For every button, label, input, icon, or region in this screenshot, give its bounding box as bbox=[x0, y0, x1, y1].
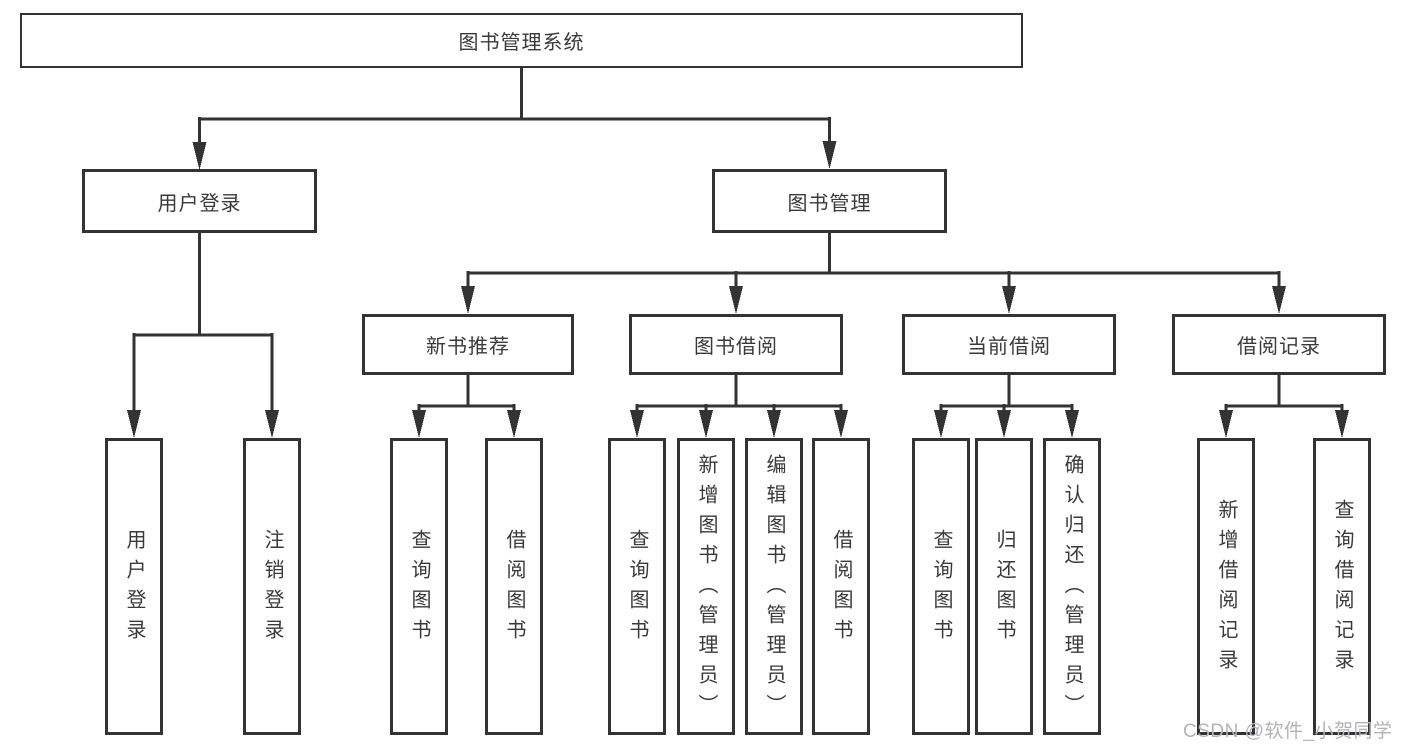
node-ul-login: 用户登录 bbox=[105, 438, 163, 735]
node-book-mgmt: 图书管理 bbox=[712, 169, 947, 233]
node-ul-logout: 注销登录 bbox=[243, 438, 301, 735]
edge-book-borrow-children bbox=[630, 375, 848, 438]
node-new-book-rec: 新书推荐 bbox=[362, 314, 574, 375]
node-borrow-record: 借阅记录 bbox=[1172, 314, 1386, 375]
node-current-borrow: 当前借阅 bbox=[902, 314, 1116, 375]
node-book-borrow: 图书借阅 bbox=[629, 314, 843, 375]
node-bb-edit: 编辑图书（管理员） bbox=[745, 438, 803, 735]
edge-borrow-record-children bbox=[1219, 375, 1349, 438]
edge-current-borrow-children bbox=[934, 375, 1079, 438]
node-cb-return: 归还图书 bbox=[975, 438, 1033, 735]
node-nb-query: 查询图书 bbox=[390, 438, 448, 735]
node-bb-query: 查询图书 bbox=[608, 438, 666, 735]
edge-new-book-rec-children bbox=[412, 375, 521, 438]
node-bb-borrow: 借阅图书 bbox=[812, 438, 870, 735]
csdn-watermark: CSDN @软件_小贺同学 bbox=[1183, 721, 1393, 742]
node-br-add: 新增借阅记录 bbox=[1197, 438, 1255, 735]
node-bb-add: 新增图书（管理员） bbox=[677, 438, 735, 735]
node-root: 图书管理系统 bbox=[20, 13, 1023, 68]
node-cb-confirm: 确认归还（管理员） bbox=[1043, 438, 1101, 735]
node-user-login: 用户登录 bbox=[82, 169, 317, 233]
node-nb-borrow: 借阅图书 bbox=[485, 438, 543, 735]
edge-root-to-level2 bbox=[192, 68, 837, 170]
edge-book-mgmt-children bbox=[461, 233, 1286, 314]
node-br-query: 查询借阅记录 bbox=[1313, 438, 1371, 735]
edge-user-login-children bbox=[127, 233, 279, 438]
node-cb-query: 查询图书 bbox=[912, 438, 970, 735]
